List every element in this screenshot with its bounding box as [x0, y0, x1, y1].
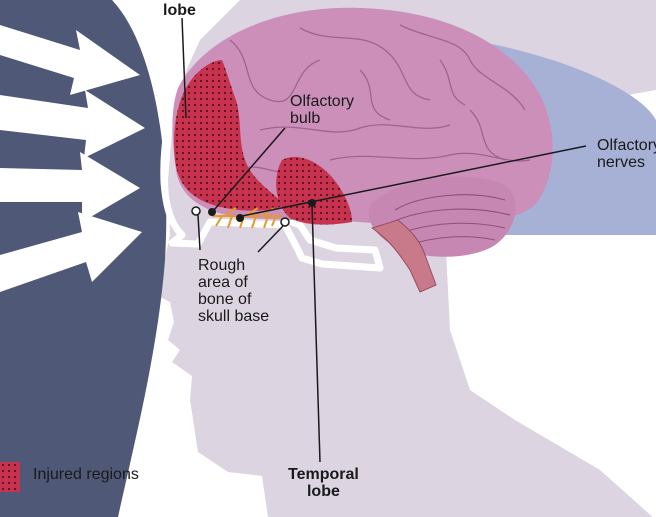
leader-rough-2	[257, 225, 284, 253]
impact-arrow-1	[0, 25, 140, 95]
leader-frontal	[181, 17, 187, 119]
impact-arrow-2	[0, 90, 145, 158]
brainstem	[370, 219, 437, 293]
temporal-lobe-label: Temporal lobe	[288, 466, 359, 500]
skull-point-2	[280, 217, 290, 227]
brain-folds	[229, 24, 531, 174]
legend-swatch	[0, 462, 20, 492]
skull-outline	[160, 36, 384, 272]
skull-point-1	[191, 206, 201, 216]
leader-nerves	[241, 145, 587, 217]
olfactory-nerves-label: Olfactory nerves	[597, 137, 656, 171]
impact-arrows	[0, 25, 145, 292]
leader-rough-1	[197, 214, 201, 251]
olfactory-nerves	[212, 207, 282, 229]
frontal-lobe-label: lobe	[163, 2, 196, 19]
leader-temporal	[311, 204, 321, 463]
legend-label: Injured regions	[33, 466, 139, 483]
leader-lines	[181, 17, 587, 463]
impact-arrow-4	[0, 212, 142, 292]
olfactory-bulb-label: Olfactory bulb	[290, 93, 355, 127]
rough-area-label: Rough area of bone of skull base	[198, 257, 270, 325]
leader-bulb	[213, 127, 286, 211]
impact-arrow-3	[0, 152, 140, 222]
frontal-injury	[174, 60, 285, 211]
temporal-injury	[276, 156, 352, 225]
